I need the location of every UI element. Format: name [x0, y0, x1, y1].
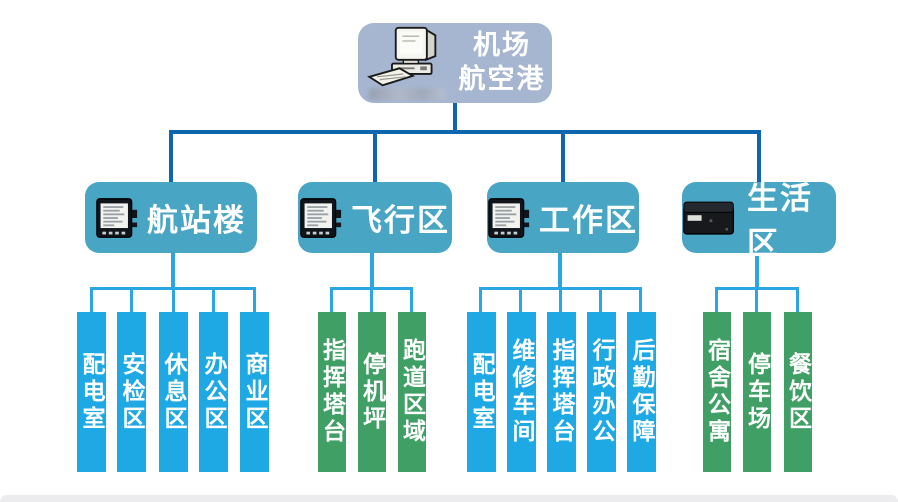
sub-node-label: 宿舍公寓	[704, 338, 731, 446]
digital-meter-icon	[300, 195, 342, 241]
desktop-computer-icon	[365, 26, 451, 94]
sub-node-admin-office: 行政办公	[587, 312, 616, 472]
connector-group3-stem	[558, 250, 562, 290]
sub-node-apron: 停机坪	[358, 312, 386, 472]
connector-branch3-drop	[561, 130, 565, 184]
branch-node-work-area: 工作区	[487, 182, 639, 253]
connector-group4-stub1	[715, 287, 718, 312]
sub-node-distribution-room: 配电室	[77, 312, 106, 472]
digital-meter-icon	[488, 195, 530, 241]
connector-branch1-drop	[169, 130, 173, 184]
sub-node-dormitory-apartment: 宿舍公寓	[703, 312, 731, 472]
sub-node-security-check-area: 安检区	[117, 312, 146, 472]
sub-node-label: 餐饮区	[785, 351, 812, 433]
connector-group3-stub2	[519, 287, 522, 312]
connector-group1-stub4	[212, 287, 215, 312]
sub-node-label: 维修车间	[509, 338, 535, 446]
branch-label: 生活区	[747, 180, 813, 261]
connector-group2-stub2	[370, 287, 373, 312]
sub-node-label: 办公区	[201, 351, 227, 433]
sub-node-parking-lot: 停车场	[743, 312, 771, 472]
sub-node-distribution-room-2: 配电室	[467, 312, 496, 472]
connector-group1-stub5	[253, 287, 256, 312]
connector-branch4-drop	[757, 130, 761, 184]
connector-group2-stub3	[410, 287, 413, 312]
sub-node-control-tower-2: 指挥塔台	[547, 312, 576, 472]
bottom-edge-panel	[0, 495, 898, 502]
digital-meter-icon	[96, 195, 138, 241]
sub-node-commercial-area: 商业区	[240, 312, 269, 472]
connector-root-stem	[453, 100, 457, 134]
connector-group1-stem	[171, 250, 175, 290]
connector-group3-stub4	[599, 287, 602, 312]
branch-label: 工作区	[539, 203, 638, 238]
sub-node-office-area: 办公区	[199, 312, 228, 472]
connector-group3-stub3	[559, 287, 562, 312]
connector-group4-stem	[755, 250, 759, 290]
sub-node-label: 安检区	[119, 351, 145, 433]
sub-node-runway-area: 跑道区域	[398, 312, 426, 472]
sub-node-label: 配电室	[79, 351, 105, 433]
sub-node-dining-area: 餐饮区	[784, 312, 812, 472]
connector-group3-stub1	[479, 287, 482, 312]
black-data-logger-icon	[682, 198, 738, 238]
branch-node-terminal-building: 航站楼	[85, 182, 257, 253]
sub-node-label: 指挥塔台	[319, 338, 346, 446]
branch-node-flight-area: 飞行区	[298, 182, 452, 253]
branch-label: 航站楼	[147, 203, 246, 238]
sub-node-label: 后勤保障	[629, 338, 655, 446]
sub-node-maintenance-workshop: 维修车间	[507, 312, 536, 472]
sub-node-label: 配电室	[469, 351, 495, 433]
root-title-line1: 机场	[473, 30, 531, 61]
sub-node-label: 指挥塔台	[549, 338, 575, 446]
connector-branch2-drop	[373, 130, 377, 184]
connector-group1-stub1	[90, 287, 93, 312]
connector-group4-stub2	[755, 287, 758, 312]
connector-group2-stub1	[330, 287, 333, 312]
sub-node-label: 商业区	[242, 351, 268, 433]
branch-node-living-area: 生活区	[682, 181, 836, 261]
root-node-airport: 机场 航空港	[358, 23, 552, 103]
sub-node-label: 休息区	[161, 351, 187, 433]
connector-group4-stub3	[796, 287, 799, 312]
connector-group3-stub5	[639, 287, 642, 312]
root-title-line2: 航空港	[458, 64, 546, 94]
sub-node-control-tower: 指挥塔台	[318, 312, 346, 472]
sub-node-label: 行政办公	[589, 338, 615, 446]
connector-level1-horizontal	[169, 130, 761, 134]
connector-group2-stem	[370, 250, 374, 290]
connector-group1-stub3	[172, 287, 175, 312]
sub-node-rest-area: 休息区	[159, 312, 188, 472]
sub-node-label: 跑道区域	[399, 338, 426, 446]
watermark-smudge	[368, 88, 445, 100]
sub-node-logistics-support: 后勤保障	[627, 312, 656, 472]
sub-node-label: 停机坪	[359, 351, 386, 433]
root-node-title: 机场 航空港	[459, 29, 546, 97]
sub-node-label: 停车场	[744, 351, 771, 433]
connector-group1-stub2	[130, 287, 133, 312]
branch-label: 飞行区	[351, 203, 450, 238]
